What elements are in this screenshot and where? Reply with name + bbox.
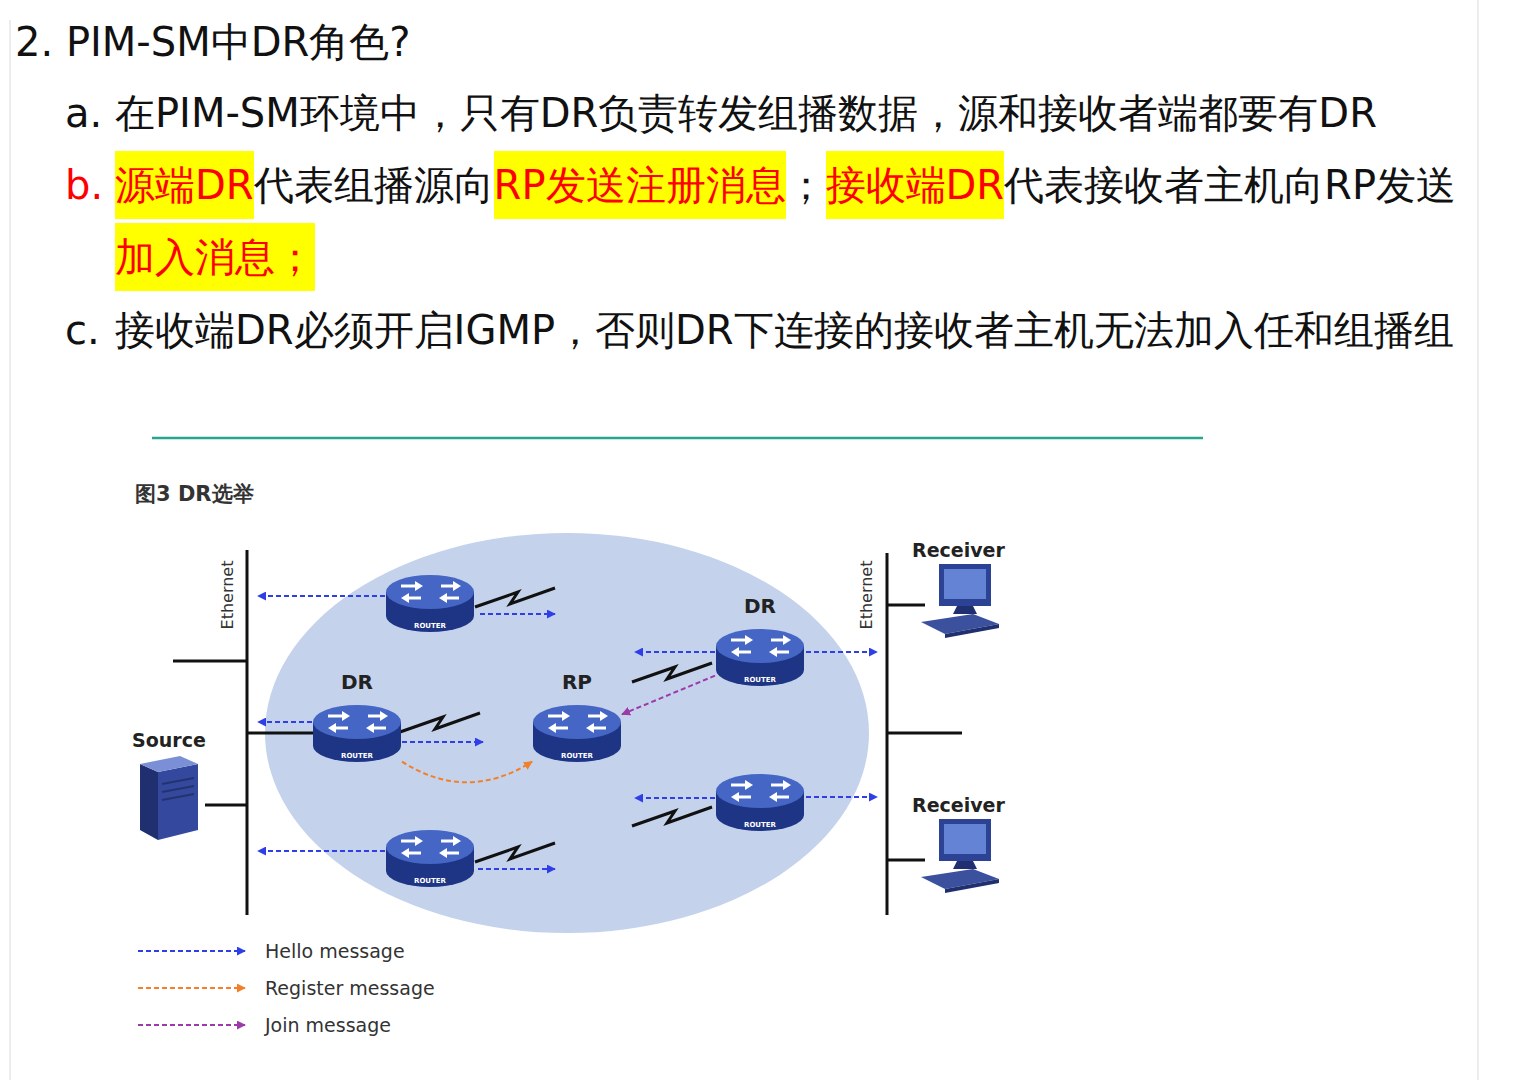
text-run: 代表接收者主机向RP发送: [1004, 162, 1456, 208]
list-text: 接收端DR必须开启IGMP，否则DR下连接的接收者主机无法加入任和组播组: [115, 294, 1465, 366]
register-message: [402, 762, 532, 783]
pim-domain: [265, 533, 869, 933]
router-role: DR: [341, 670, 373, 694]
text-run: ；: [786, 162, 826, 208]
divider-line: [152, 437, 1203, 440]
router-role: DR: [744, 594, 776, 618]
frame-line: [1477, 0, 1479, 1080]
list-marker: b.: [65, 149, 103, 221]
bus-label: Ethernet: [219, 561, 237, 630]
list-text: 在PIM-SM环境中，只有DR负责转发组播数据，源和接收者端都要有DR: [115, 77, 1510, 149]
router-node: DRROUTER: [715, 626, 805, 688]
router-caption: ROUTER: [715, 676, 805, 684]
list-marker: c.: [65, 294, 100, 366]
router-node: ROUTER: [385, 572, 475, 634]
text-run: 在PIM-SM环境中，只有DR负责转发组播数据，源和接收者端都要有DR: [115, 90, 1377, 136]
host-label: Receiver: [912, 793, 1005, 817]
text-run: 接收端DR必须开启IGMP，否则DR下连接的接收者主机无法加入任和组播组: [115, 307, 1454, 353]
source-node: Source: [132, 728, 206, 842]
list-marker: a.: [65, 77, 102, 149]
computer-icon: [913, 817, 1003, 893]
router-node: DRROUTER: [312, 702, 402, 764]
highlighted-text: 接收端DR: [826, 151, 1005, 219]
legend-text: Join message: [265, 1013, 391, 1037]
router-role: RP: [562, 670, 592, 694]
text-run: 代表组播源向: [254, 162, 494, 208]
legend-samples: [138, 951, 245, 1025]
highlighted-text: 加入消息；: [115, 223, 315, 291]
highlighted-text: RP发送注册消息: [494, 151, 786, 219]
computer-icon: [913, 562, 1003, 638]
list-text: 源端DR代表组播源向RP发送注册消息；接收端DR代表接收者主机向RP发送加入消息…: [115, 149, 1465, 293]
receiver-node: Receiver: [912, 538, 1005, 638]
heading-text: 2. PIM-SM中DR角色?: [15, 6, 410, 78]
join-message: [622, 676, 715, 715]
router-caption: ROUTER: [715, 821, 805, 829]
ethernet-wires: [173, 550, 962, 915]
highlighted-text: 源端DR: [115, 151, 254, 219]
hello-arrows: [258, 596, 877, 869]
router-node: ROUTER: [715, 771, 805, 833]
router-caption: ROUTER: [385, 622, 475, 630]
host-label: Receiver: [912, 538, 1005, 562]
frame-line: [9, 20, 11, 1080]
router-node: RPROUTER: [532, 702, 622, 764]
receiver-node: Receiver: [912, 793, 1005, 893]
router-caption: ROUTER: [532, 752, 622, 760]
host-label: Source: [132, 728, 206, 752]
router-caption: ROUTER: [312, 752, 402, 760]
router-node: ROUTER: [385, 827, 475, 889]
legend-text: Register message: [265, 976, 435, 1000]
bus-label: Ethernet: [858, 561, 876, 630]
server-icon: [134, 752, 204, 842]
router-caption: ROUTER: [385, 877, 475, 885]
figure-caption: 图3 DR选举: [135, 480, 254, 508]
legend-text: Hello message: [265, 939, 405, 963]
